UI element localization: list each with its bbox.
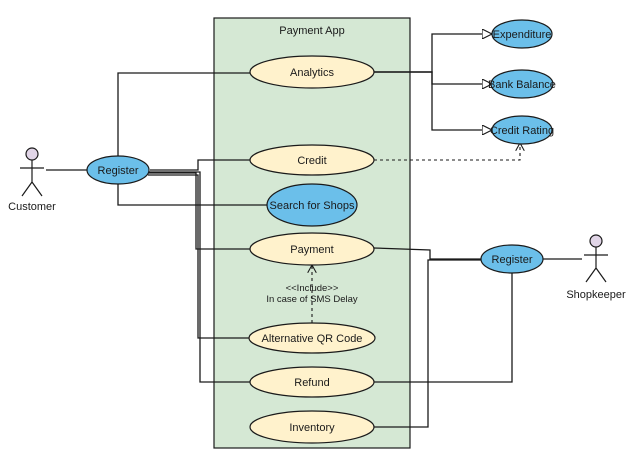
use-case-credit: Credit: [249, 144, 375, 176]
actor-customer: Customer: [8, 147, 56, 213]
edge-register-altqr: [148, 174, 250, 339]
use-case-search-for-shops: Search for Shops: [266, 183, 358, 227]
edge-register-payment: [148, 172, 250, 250]
connectors: [46, 34, 582, 428]
system-title: Payment App: [279, 25, 344, 37]
use-case-payment-label: Payment: [290, 244, 333, 256]
use-case-credit-rating-label: Credit Rating: [490, 125, 554, 137]
use-case-inventory: Inventory: [249, 410, 375, 444]
use-case-register-shopkeeper: Register: [480, 244, 544, 274]
use-case-inventory-label: Inventory: [289, 422, 335, 434]
edge-analytics-creditrating: [374, 71, 492, 130]
use-case-alternative-qr-code-label: Alternative QR Code: [262, 333, 363, 345]
include-stereotype-label: <<Include>>: [286, 283, 339, 294]
actor-shopkeeper-label: Shopkeeper: [566, 289, 626, 301]
use-case-register-customer: Register: [86, 155, 150, 185]
use-case-payment: Payment: [249, 232, 375, 266]
edge-register-credit: [150, 159, 250, 171]
include-condition-label: In case of SMS Delay: [266, 294, 358, 305]
actor-shopkeeper: Shopkeeper: [566, 234, 626, 301]
use-case-alternative-qr-code: Alternative QR Code: [248, 322, 376, 354]
actor-customer-label: Customer: [8, 201, 56, 213]
use-case-refund-label: Refund: [294, 377, 329, 389]
actor-customer-body-icon: [20, 160, 44, 197]
use-case-bank-balance-label: Bank Balance: [488, 79, 556, 91]
use-case-analytics-label: Analytics: [290, 67, 335, 79]
use-case-expenditure: Expenditure: [491, 19, 553, 49]
use-case-analytics: Analytics: [249, 55, 375, 89]
edge-credit-creditrating: [374, 143, 520, 161]
edge-register-search: [117, 183, 268, 206]
edge-register-inventory: [374, 259, 481, 428]
use-case-expenditure-label: Expenditure: [493, 29, 552, 41]
actor-shopkeeper-body-icon: [584, 247, 608, 283]
use-case-search-for-shops-label: Search for Shops: [270, 200, 355, 212]
use-case-register-customer-label: Register: [98, 165, 139, 177]
edge-register-refund: [148, 171, 250, 383]
use-case-credit-label: Credit: [297, 155, 326, 167]
actor-shopkeeper-head-icon: [589, 234, 603, 248]
use-case-refund: Refund: [249, 366, 375, 398]
actor-customer-head-icon: [25, 147, 39, 161]
edge-register-analytics: [117, 72, 250, 158]
use-case-credit-rating: Credit Rating: [490, 115, 554, 145]
edge-register-refund-shop: [374, 272, 513, 383]
edge-register-payment-shop: [373, 247, 481, 260]
use-case-register-shopkeeper-label: Register: [492, 254, 533, 266]
use-case-bank-balance: Bank Balance: [488, 69, 556, 99]
